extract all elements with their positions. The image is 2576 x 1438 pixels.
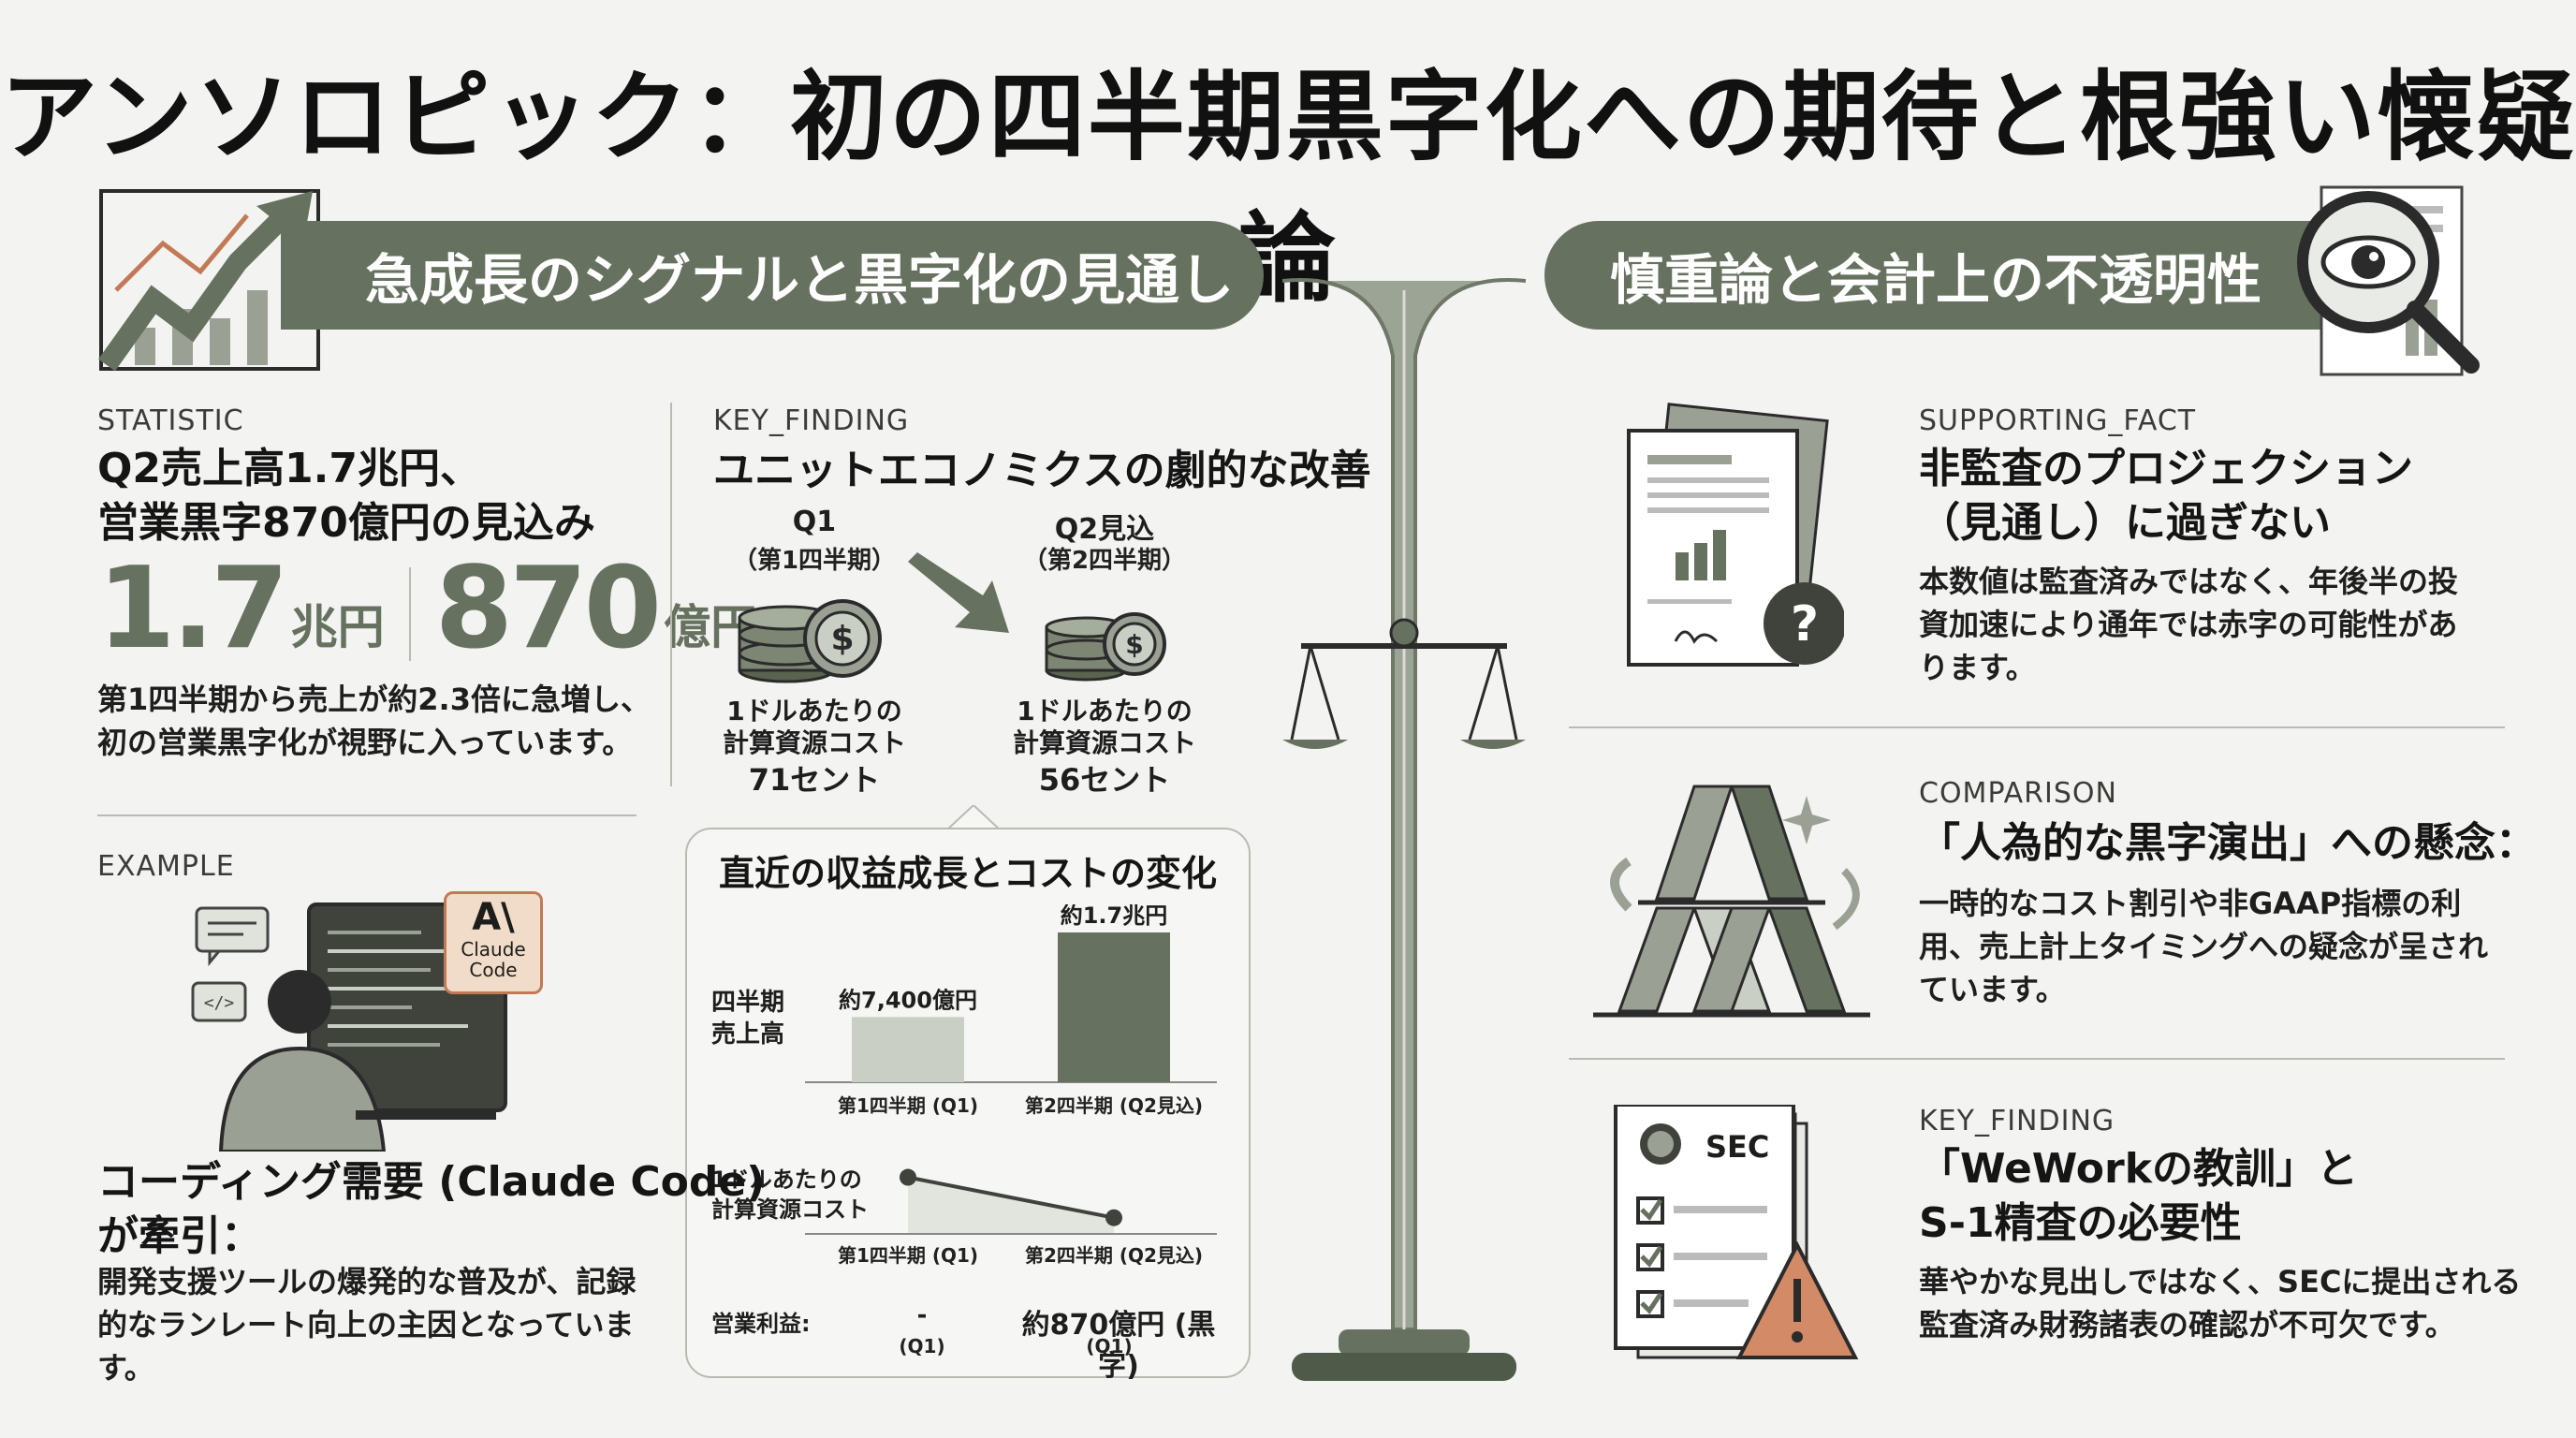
document-question-icon: ? — [1627, 403, 1844, 667]
revenue-bar — [852, 1017, 964, 1082]
q1-cost-line1: 1ドルあたりの — [726, 696, 902, 726]
supporting-fact-heading-line1: 非監査のプロジェクション — [1919, 445, 2413, 492]
revenue-axis-label-line2: 売上高 — [711, 1020, 785, 1049]
key-finding-left-tag: KEY_FINDING — [713, 404, 910, 437]
cost-tick-label: 第2四半期 (Q2見込) — [1025, 1244, 1203, 1267]
q1-sublabel: （第1四半期） — [732, 547, 897, 575]
house-of-cards-icon — [1593, 785, 1870, 1018]
key-finding-right-tag: KEY_FINDING — [1919, 1105, 2115, 1137]
statistic-body-line2: 初の営業黒字化が視野に入っています。 — [97, 725, 633, 760]
statistic-heading-line1: Q2売上高1.7兆円、 — [97, 445, 481, 492]
page-title: アンソロピック：初の四半期黒字化への期待と根強い懐疑論 — [0, 60, 2576, 315]
coin-stack-small-icon: $ — [1045, 612, 1166, 682]
claude-logo-text2: Code — [469, 959, 518, 981]
cost-series-line — [907, 1175, 1115, 1220]
op-q2-value: 約870億円 (黒字) — [1021, 1309, 1216, 1383]
q2-cost-value: 56セント — [1038, 762, 1171, 798]
example-heading-line2: が牽引： — [97, 1212, 262, 1260]
supporting-fact-heading-line2: （見通し）に過ぎない — [1919, 499, 2331, 547]
q1-cost-value: 71セント — [748, 762, 881, 798]
claude-code-logo: A\ Claude Code — [444, 891, 543, 994]
svg-text:</>: </> — [204, 993, 235, 1013]
supporting-fact-body-line3: ります。 — [1919, 650, 2036, 685]
key-finding-right-heading-line2: S-1精査の必要性 — [1919, 1199, 2242, 1247]
cost-area — [908, 1177, 1114, 1234]
example-body-line2: 的なランレート向上の主因となっていま — [97, 1307, 635, 1343]
coin-stack-large-icon: $ — [738, 599, 882, 683]
right-divider-1 — [1569, 726, 2505, 728]
magnifier-eye-icon — [2297, 185, 2480, 376]
q2-cost-line1: 1ドルあたりの — [1017, 696, 1193, 726]
cost-point — [1105, 1209, 1122, 1226]
example-body-line3: す。 — [97, 1350, 154, 1386]
svg-text:?: ? — [1791, 596, 1819, 653]
sec-document-warning-icon — [1614, 1105, 1859, 1359]
comparison-body-line1: 一時的なコスト割引や非GAAP指標の利 — [1919, 886, 2462, 921]
supporting-fact-body-line1: 本数値は監査済みではなく、年後半の投 — [1919, 564, 2459, 599]
supporting-fact-tag: SUPPORTING_FACT — [1919, 404, 2197, 437]
cost-axis-label-line1: 1ドルあたりの — [711, 1167, 862, 1193]
left-banner: 急成長のシグナルと黒字化の見通し — [281, 221, 1264, 330]
svg-text:$: $ — [830, 620, 854, 658]
cost-line-chart: 第1四半期 (Q1) 第2四半期 (Q2見込) — [805, 1168, 1217, 1267]
example-tag: EXAMPLE — [97, 850, 235, 883]
profit-figure: 870 — [434, 544, 662, 674]
revenue-bar-label: 約7,400億円 — [839, 987, 977, 1013]
q2-label: Q2見込 — [1054, 513, 1155, 546]
card-pointer — [945, 805, 1002, 831]
revenue-unit: 兆円 — [290, 600, 385, 654]
arrow-down-right-icon — [908, 552, 1009, 633]
cost-tick-label: 第1四半期 (Q1) — [838, 1244, 978, 1267]
key-finding-right-body-line2: 監査済み財務諸表の確認が不可欠です。 — [1919, 1307, 2455, 1343]
growth-chart-icon — [98, 189, 320, 372]
revenue-figure: 1.7 — [97, 544, 289, 674]
op-q2-sub: (Q1) — [1086, 1335, 1133, 1357]
key-finding-right-heading-line1: 「WeWorkの教訓」と — [1919, 1145, 2358, 1193]
statistic-heading-line2: 営業黒字870億円の見込み — [97, 499, 595, 547]
right-banner: 慎重論と会計上の不透明性 — [1544, 221, 2387, 330]
op-label: 営業利益: — [711, 1311, 811, 1337]
statistic-body-line1: 第1四半期から売上が約2.3倍に急増し、 — [97, 682, 651, 717]
cost-axis-label-line2: 計算資源コスト — [711, 1196, 869, 1223]
supporting-fact-body-line2: 資加速により通年では赤字の可能性があ — [1919, 607, 2458, 642]
claude-logo-mark: A\ — [472, 896, 515, 939]
developer-illustration: </> — [191, 902, 507, 1152]
revenue-bar — [1058, 932, 1170, 1082]
op-q1-sub: (Q1) — [899, 1335, 945, 1357]
card-title: 直近の収益成長とコストの変化 — [718, 853, 1217, 894]
comparison-body-line2: 用、売上計上タイミングへの疑念が呈され — [1919, 929, 2489, 964]
revenue-tick-label: 第1四半期 (Q1) — [838, 1094, 978, 1117]
example-heading-line1: コーディング需要 (Claude Code) — [97, 1158, 766, 1206]
statistic-tag: STATISTIC — [97, 404, 244, 437]
right-divider-2 — [1569, 1058, 2505, 1060]
comparison-heading: 「人為的な黒字演出」への懸念： — [1919, 819, 2537, 867]
revenue-bar-label: 約1.7兆円 — [1061, 904, 1168, 929]
revenue-tick-label: 第2四半期 (Q2見込) — [1025, 1094, 1203, 1117]
q1-label: Q1 — [792, 506, 837, 538]
section-divider — [97, 814, 637, 816]
key-finding-left-heading: ユニットエコノミクスの劇的な改善 — [713, 447, 1371, 494]
q2-sublabel: （第2四半期） — [1022, 547, 1187, 575]
cost-point — [900, 1168, 916, 1186]
statistic-figures: 1.7 兆円 870 億円 — [97, 544, 757, 674]
key-finding-right-body-line1: 華やかな見出しではなく、SECに提出される — [1919, 1264, 2522, 1299]
op-q1-value: - — [916, 1301, 928, 1329]
q2-cost-line2: 計算資源コスト — [1012, 727, 1196, 758]
svg-text:$: $ — [1125, 629, 1143, 660]
figure-divider — [408, 567, 411, 661]
revenue-axis-label-line1: 四半期 — [711, 989, 785, 1017]
claude-logo-text1: Claude — [461, 938, 526, 961]
example-body-line1: 開発支援ツールの爆発的な普及が、記録 — [97, 1264, 637, 1299]
chart-card — [685, 828, 1251, 1378]
balance-scale-icon — [1282, 278, 1526, 1381]
sec-label: SEC — [1705, 1129, 1770, 1165]
column-divider — [670, 403, 672, 786]
q1-cost-line2: 計算資源コスト — [722, 727, 906, 758]
comparison-body-line3: ています。 — [1919, 972, 2066, 1007]
comparison-tag: COMPARISON — [1919, 777, 2117, 810]
